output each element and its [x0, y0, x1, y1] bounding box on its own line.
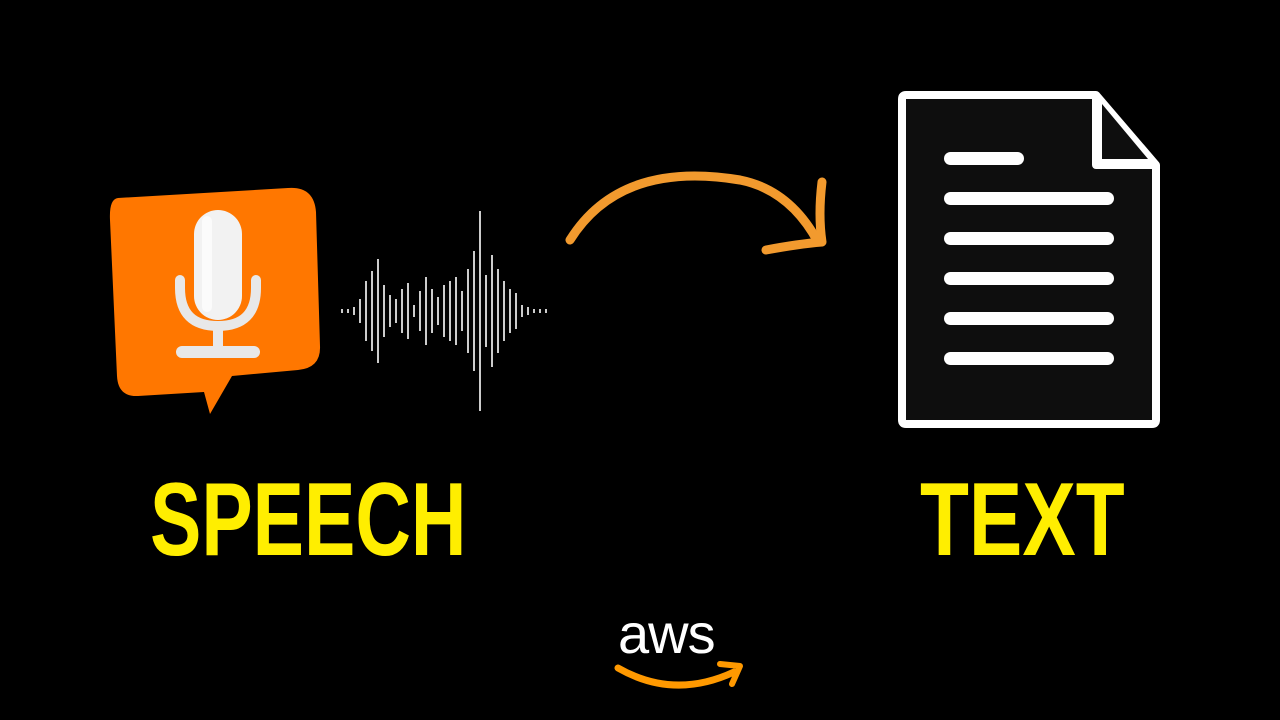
- aws-smile-icon: [614, 661, 743, 689]
- curved-arrow-icon: [565, 171, 827, 255]
- microphone-speech-bubble-icon: [109, 187, 321, 414]
- sound-waveform-icon: [341, 211, 547, 411]
- aws-logo-text: aws: [618, 602, 716, 665]
- text-label: TEXT: [920, 462, 1125, 578]
- aws-logo: aws: [612, 606, 752, 696]
- speech-label: SPEECH: [150, 462, 467, 578]
- text-document-icon: [898, 91, 1160, 428]
